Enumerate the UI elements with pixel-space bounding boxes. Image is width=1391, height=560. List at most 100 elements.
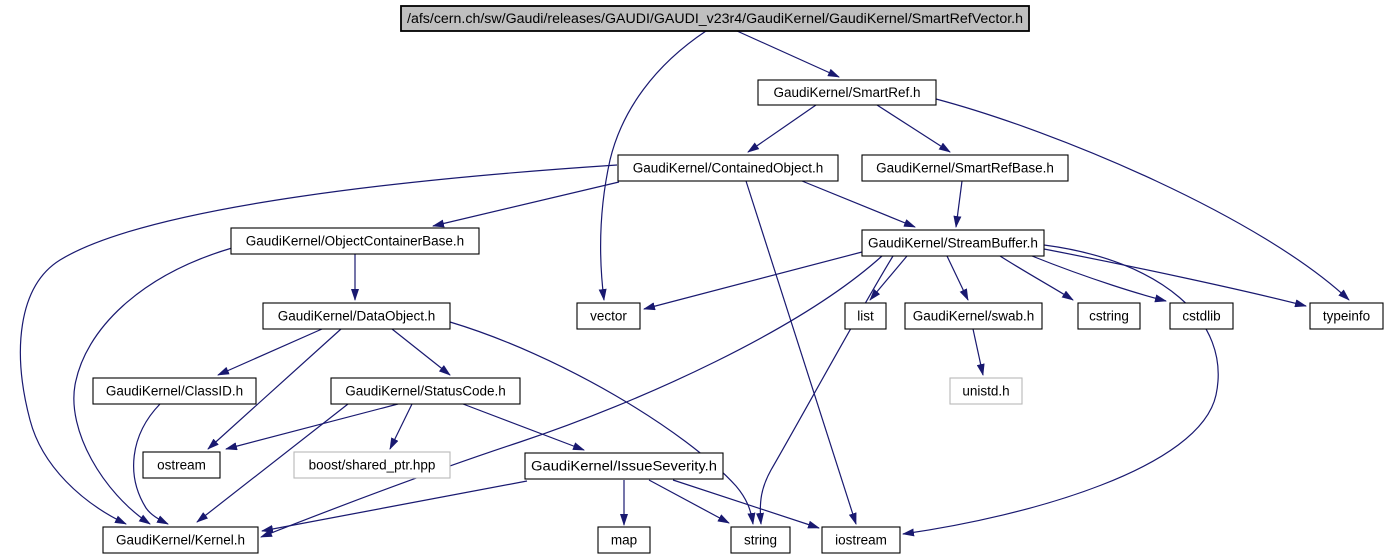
graph-node-label-typeinfo: typeinfo <box>1323 309 1370 324</box>
graph-node-box-map[interactable] <box>597 526 651 554</box>
graph-node-box-cstdlib[interactable] <box>1169 302 1234 330</box>
graph-node-boost: boost/shared_ptr.hpp <box>293 451 451 479</box>
graph-node-box-smartrefbase[interactable] <box>861 154 1069 182</box>
graph-node-unistd: unistd.h <box>949 377 1023 405</box>
edge-root-to-smartref <box>736 30 840 78</box>
graph-node-root: /afs/cern.ch/sw/Gaudi/releases/GAUDI/GAU… <box>400 5 1030 32</box>
graph-node-label-map: map <box>611 533 637 548</box>
edge-statuscode-to-boost <box>389 403 413 450</box>
graph-node-label-unistd: unistd.h <box>962 384 1009 399</box>
graph-node-box-unistd <box>949 377 1023 405</box>
edge-streambuffer-to-list <box>869 255 908 301</box>
edge-streambuffer-to-string <box>756 255 894 525</box>
graph-node-label-root: /afs/cern.ch/sw/Gaudi/releases/GAUDI/GAU… <box>407 11 1023 26</box>
edge-statuscode-to-ostream <box>225 403 399 451</box>
graph-node-typeinfo[interactable]: typeinfo <box>1309 302 1384 330</box>
graph-node-smartrefbase[interactable]: GaudiKernel/SmartRefBase.h <box>861 154 1069 182</box>
edge-streambuffer-to-iostream <box>902 244 1219 537</box>
graph-node-issueseverity[interactable]: GaudiKernel/IssueSeverity.h <box>524 452 724 480</box>
graph-node-label-boost: boost/shared_ptr.hpp <box>309 458 436 473</box>
graph-node-smartref[interactable]: GaudiKernel/SmartRef.h <box>757 79 937 106</box>
graph-node-box-list[interactable] <box>844 302 887 330</box>
edge-dataobj-to-statuscode <box>391 328 451 376</box>
edge-streambuffer-to-cstdlib <box>1031 255 1167 303</box>
graph-node-box-boost <box>293 451 451 479</box>
edge-streambuffer-to-swab <box>946 255 969 301</box>
graph-node-label-statuscode: GaudiKernel/StatusCode.h <box>345 384 506 399</box>
graph-node-label-dataobj: GaudiKernel/DataObject.h <box>278 309 436 324</box>
graph-node-label-ostream: ostream <box>157 458 206 473</box>
graph-node-box-objcontbase[interactable] <box>230 227 480 255</box>
graph-node-box-string[interactable] <box>730 526 791 554</box>
graph-node-box-iostream[interactable] <box>821 526 901 554</box>
graph-node-label-string: string <box>744 533 777 548</box>
graph-node-label-containedobj: GaudiKernel/ContainedObject.h <box>633 161 824 176</box>
edge-containedobj-to-kernel <box>19 164 618 525</box>
graph-node-label-classid: GaudiKernel/ClassID.h <box>106 384 243 399</box>
graph-node-iostream[interactable]: iostream <box>821 526 901 554</box>
graph-node-box-cstring[interactable] <box>1077 302 1141 330</box>
graph-node-label-list: list <box>857 309 874 324</box>
graph-node-swab[interactable]: GaudiKernel/swab.h <box>904 302 1043 330</box>
graph-node-box-issueseverity[interactable] <box>524 452 724 480</box>
edge-streambuffer-to-vector <box>643 251 863 311</box>
graph-node-label-vector: vector <box>590 309 627 324</box>
graph-node-label-cstring: cstring <box>1089 309 1129 324</box>
graph-node-dataobj[interactable]: GaudiKernel/DataObject.h <box>262 302 451 330</box>
edge-objcontbase-to-kernel <box>73 247 233 525</box>
graph-node-ostream[interactable]: ostream <box>142 451 221 479</box>
graph-node-string[interactable]: string <box>730 526 791 554</box>
edge-swab-to-unistd <box>972 328 985 376</box>
graph-node-map[interactable]: map <box>597 526 651 554</box>
graph-node-box-containedobj[interactable] <box>617 154 839 182</box>
graph-node-box-vector[interactable] <box>576 302 641 330</box>
graph-node-box-ostream[interactable] <box>142 451 221 479</box>
edge-dataobj-to-classid <box>217 328 323 376</box>
edge-streambuffer-to-cstring <box>999 255 1074 301</box>
edge-containedobj-to-iostream <box>745 180 857 525</box>
edge-containedobj-to-objcontbase <box>432 181 620 228</box>
graph-node-kernel[interactable]: GaudiKernel/Kernel.h <box>102 526 259 554</box>
edge-dataobj-to-string <box>449 321 756 525</box>
edge-streambuffer-to-typeinfo <box>1043 248 1307 308</box>
edge-dataobj-to-ostream <box>207 328 342 450</box>
edge-statuscode-to-issueseverity <box>462 403 585 451</box>
edge-smartrefbase-to-streambuffer <box>953 180 963 228</box>
graph-node-label-swab: GaudiKernel/swab.h <box>913 309 1035 324</box>
edge-statuscode-to-kernel <box>196 403 349 523</box>
graph-node-box-dataobj[interactable] <box>262 302 451 330</box>
graph-node-box-smartref[interactable] <box>757 79 937 106</box>
graph-node-box-streambuffer[interactable] <box>861 229 1045 257</box>
graph-node-label-objcontbase: GaudiKernel/ObjectContainerBase.h <box>246 234 464 249</box>
graph-node-streambuffer[interactable]: GaudiKernel/StreamBuffer.h <box>861 229 1045 257</box>
graph-node-classid[interactable]: GaudiKernel/ClassID.h <box>92 377 257 405</box>
graph-node-label-cstdlib: cstdlib <box>1182 309 1220 324</box>
edge-smartref-to-smartrefbase <box>876 104 951 153</box>
graph-node-label-issueseverity: GaudiKernel/IssueSeverity.h <box>531 459 717 474</box>
graph-node-cstdlib[interactable]: cstdlib <box>1169 302 1234 330</box>
graph-node-vector[interactable]: vector <box>576 302 641 330</box>
graph-node-box-kernel[interactable] <box>102 526 259 554</box>
graph-node-label-iostream: iostream <box>835 533 887 548</box>
edge-root-to-vector <box>598 30 707 301</box>
graph-node-box-swab[interactable] <box>904 302 1043 330</box>
graph-node-label-streambuffer: GaudiKernel/StreamBuffer.h <box>868 236 1038 251</box>
graph-node-list[interactable]: list <box>844 302 887 330</box>
edge-containedobj-to-streambuffer <box>801 180 916 228</box>
edge-issueseverity-to-kernel <box>261 480 528 533</box>
graph-node-box-statuscode[interactable] <box>330 377 521 405</box>
graph-node-statuscode[interactable]: GaudiKernel/StatusCode.h <box>330 377 521 405</box>
graph-node-label-kernel: GaudiKernel/Kernel.h <box>116 533 245 548</box>
graph-node-label-smartref: GaudiKernel/SmartRef.h <box>773 85 920 100</box>
graph-node-box-classid[interactable] <box>92 377 257 405</box>
graph-node-label-smartrefbase: GaudiKernel/SmartRefBase.h <box>876 161 1054 176</box>
graph-node-cstring[interactable]: cstring <box>1077 302 1141 330</box>
graph-node-objcontbase[interactable]: GaudiKernel/ObjectContainerBase.h <box>230 227 480 255</box>
graph-node-box-root <box>400 5 1030 32</box>
graph-node-box-typeinfo[interactable] <box>1309 302 1384 330</box>
graph-node-containedobj[interactable]: GaudiKernel/ContainedObject.h <box>617 154 839 182</box>
edge-issueseverity-to-iostream <box>672 479 820 529</box>
edge-smartref-to-containedobj <box>747 104 817 153</box>
